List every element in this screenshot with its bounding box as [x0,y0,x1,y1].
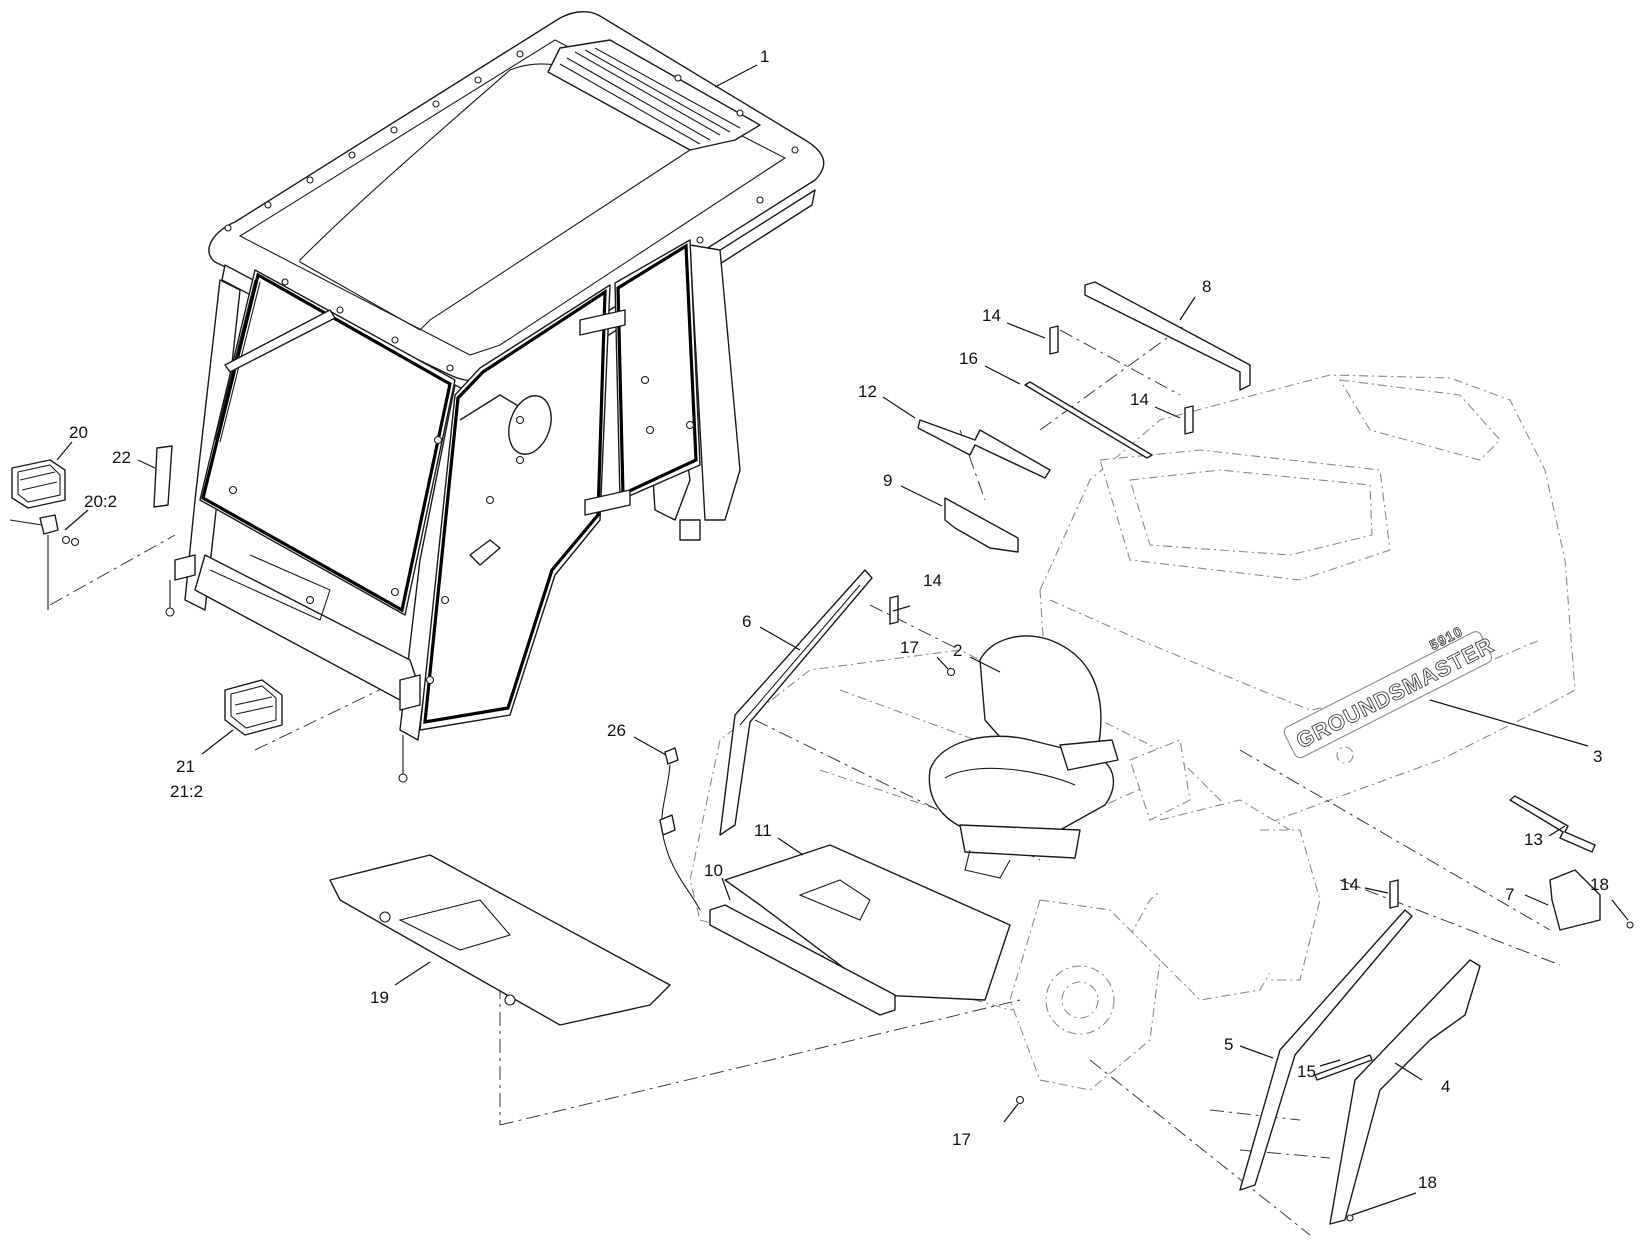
panel-4 [1329,959,1481,1225]
callout-18-right: 18 [1590,875,1609,894]
callout-20: 20 [69,423,88,442]
decal-14-top [1049,325,1059,355]
bracket-9 [944,497,1019,553]
harness-26 [659,747,701,911]
operator-seat [928,635,1119,879]
fastener-18-right [1626,921,1634,929]
decal-14-mid [889,595,899,625]
callout-5: 5 [1224,1035,1233,1054]
callout-17-top: 17 [900,638,919,657]
callout-1: 1 [760,47,769,66]
decal-22 [153,445,173,508]
fastener-17-bottom [1015,1095,1025,1105]
roof-vent-grille [559,47,741,145]
cab-bolts [228,375,695,685]
callout-26: 26 [607,721,626,740]
callout-19: 19 [370,988,389,1007]
work-light-upper [9,459,80,610]
callout-18-bottom: 18 [1418,1173,1437,1192]
bracket-7 [1549,869,1601,931]
callout-17-bottom: 17 [952,1130,971,1149]
floor-plate-10 [709,904,896,1016]
callout-6: 6 [742,612,751,631]
callout-16: 16 [959,349,978,368]
callout-22: 22 [112,448,131,467]
fastener-18-bottom [1346,1214,1354,1222]
callout-21: 21 [176,757,195,776]
callout-14-lower: 14 [1340,875,1359,894]
panel-5 [1239,909,1413,1191]
decal-15 [1314,1054,1373,1081]
callout-20-2: 20:2 [84,492,117,511]
floor-mat-11 [724,844,1011,1001]
fastener-17-top [946,667,956,677]
panel-6 [719,569,873,836]
strip-16 [1024,381,1153,459]
callout-14-right: 14 [1130,390,1149,409]
decal-14-lower [1389,879,1399,909]
decal-14-right [1184,405,1194,435]
callout-14-top: 14 [982,306,1001,325]
callout-14-mid: 14 [923,571,942,590]
callout-11: 11 [754,821,772,840]
bracket-12 [917,419,1051,479]
callout-7: 7 [1505,885,1514,904]
callout-2: 2 [953,641,962,660]
callout-15: 15 [1297,1062,1316,1081]
callout-12: 12 [858,382,877,401]
work-light-lower [224,679,283,736]
callout-3: 3 [1593,747,1602,766]
callout-4: 4 [1441,1077,1450,1096]
bracket-13 [1509,795,1596,853]
floor-mat-19 [329,854,671,1026]
leader-lines [56,64,1629,1216]
callout-labels: 1 2 3 4 5 6 7 8 9 10 11 12 13 14 14 14 1… [69,47,1609,1192]
strip-8 [1084,281,1251,391]
callout-21-2: 21:2 [170,782,203,801]
callout-13: 13 [1524,830,1543,849]
callout-8: 8 [1202,277,1211,296]
callout-10: 10 [704,861,723,880]
callout-9: 9 [883,471,892,490]
cab-assembly [165,11,825,783]
